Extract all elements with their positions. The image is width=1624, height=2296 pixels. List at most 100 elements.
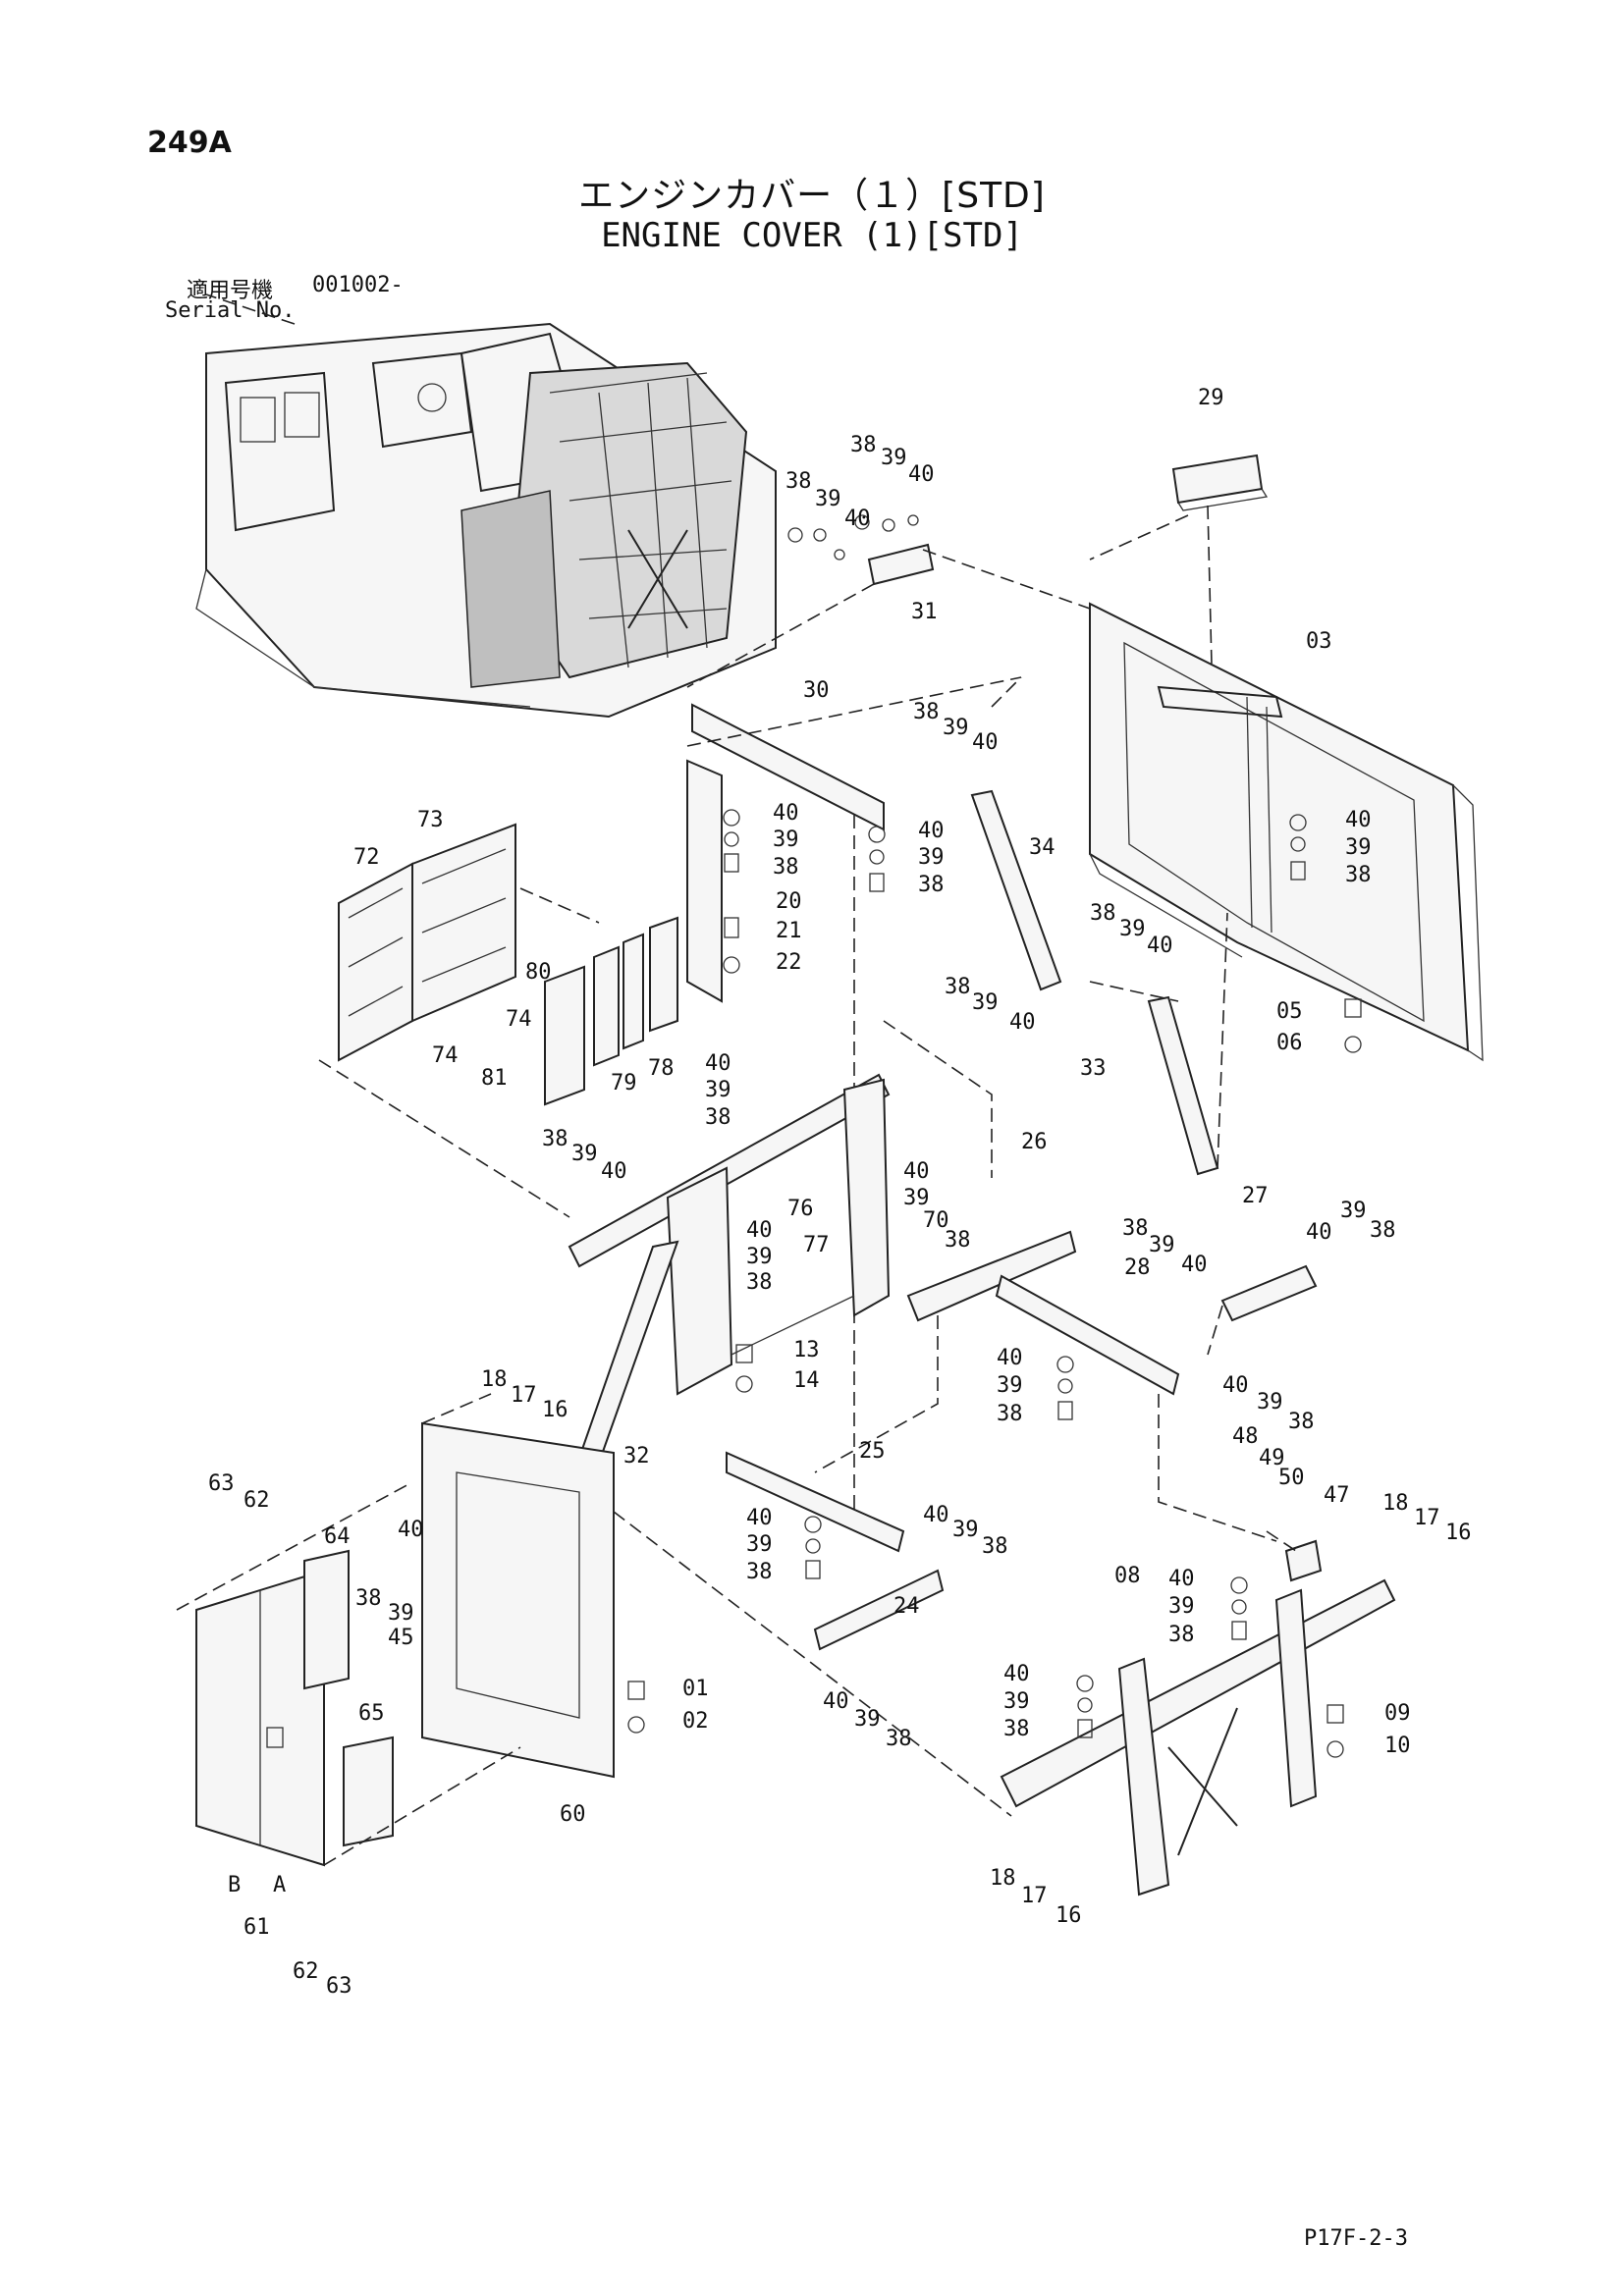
- page-reference: P17F-2-3: [1304, 2226, 1408, 2251]
- callout-washer-40: 40: [1345, 808, 1372, 832]
- callout-washer-63: 63: [326, 1974, 352, 1999]
- callout-washer-40: 40: [918, 819, 945, 843]
- part-34-strut: [970, 676, 1062, 991]
- callout-61: 61: [244, 1915, 270, 1940]
- callout-washer-40: 40: [997, 1346, 1023, 1370]
- callout-03: 03: [1306, 629, 1332, 654]
- callout-washer-39: 39: [972, 990, 999, 1015]
- callout-washer-40: 40: [923, 1503, 949, 1527]
- callout-washer-18: 18: [1382, 1491, 1409, 1516]
- callout-bolt-38: 38: [1122, 1216, 1149, 1241]
- part-08-base-frame: [1000, 1530, 1396, 1896]
- fastener-glyphs: [627, 809, 1362, 1758]
- part-70-frame: [568, 1020, 993, 1396]
- callout-bolt-38: 38: [918, 873, 945, 897]
- callout-washer-39: 39: [997, 1373, 1023, 1398]
- callout-02: 02: [682, 1709, 709, 1734]
- callout-bolt-38: 38: [982, 1534, 1008, 1559]
- part-25-rail: [726, 1451, 905, 1553]
- callout-76: 76: [787, 1197, 814, 1221]
- callout-27: 27: [1242, 1184, 1269, 1208]
- callout-81: 81: [481, 1066, 508, 1091]
- callout-65: 65: [358, 1701, 385, 1726]
- callout-washer-39: 39: [1340, 1199, 1367, 1223]
- callout-washer-39: 39: [943, 716, 969, 740]
- callout-washer-40: 40: [903, 1159, 930, 1184]
- callout-74-upper: 74: [506, 1007, 532, 1032]
- callout-bolt-38: 38: [1003, 1717, 1030, 1741]
- callout-washer-40: 40: [1222, 1373, 1249, 1398]
- callout-bolt-38: 38: [773, 855, 799, 880]
- callout-washer-40: 40: [972, 730, 999, 755]
- callout-washer-17: 17: [511, 1383, 537, 1408]
- part-31-bracket: [686, 514, 1091, 688]
- callout-washer-39: 39: [1119, 917, 1146, 941]
- callout-washer-40: 40: [773, 801, 799, 826]
- callout-labels: 29 03 31 30 34 33 20 21 22 72 73 80 74 7…: [228, 386, 1411, 1940]
- part-27-bracket: [1207, 1264, 1318, 1356]
- callout-48: 48: [1232, 1424, 1259, 1449]
- callout-24: 24: [893, 1594, 920, 1619]
- callout-08: 08: [1114, 1564, 1141, 1588]
- part-61-door: [176, 1481, 521, 1867]
- callout-bolt-38: 38: [850, 433, 877, 457]
- callout-bolt-62: 62: [244, 1488, 270, 1513]
- serial-label-japanese: 適用号機: [187, 279, 274, 303]
- insulation-pads-78-81: [544, 916, 678, 1106]
- callout-washer-39: 39: [881, 446, 907, 470]
- callout-washer-17: 17: [1021, 1884, 1048, 1908]
- callout-73: 73: [417, 808, 444, 832]
- part-32-strut: [577, 1240, 679, 1465]
- callout-washer-39: 39: [773, 828, 799, 852]
- callout-washer-40: 40: [1306, 1220, 1332, 1245]
- side-panels-72-73: [318, 823, 600, 1218]
- callout-30: 30: [803, 678, 830, 703]
- callout-bolt-38: 38: [542, 1127, 568, 1151]
- callout-25: 25: [859, 1439, 886, 1464]
- part-26-rail: [814, 1230, 1077, 1473]
- callout-bolt-38: 38: [1090, 901, 1116, 926]
- part-24-bracket: [813, 1569, 945, 1651]
- callout-28: 28: [1124, 1255, 1151, 1280]
- callout-77: 77: [803, 1233, 830, 1257]
- callout-10: 10: [1384, 1734, 1411, 1758]
- callout-washer-40: 40: [746, 1218, 773, 1243]
- callout-74-lower: 74: [432, 1043, 459, 1068]
- callout-20: 20: [776, 889, 802, 914]
- callout-bolt-38: 38: [913, 700, 940, 724]
- callout-05: 05: [1276, 999, 1303, 1024]
- callout-32: 32: [623, 1444, 650, 1468]
- callout-washer-40: 40: [1009, 1010, 1036, 1035]
- fastener-callouts: 38 39 40 38 39 40 40 39 38 40 39 38 38 3…: [208, 433, 1472, 1999]
- callout-washer-39: 39: [918, 845, 945, 870]
- callout-60: 60: [560, 1802, 586, 1827]
- callout-washer-40: 40: [908, 462, 935, 487]
- callout-79: 79: [611, 1071, 637, 1095]
- callout-50: 50: [1278, 1466, 1305, 1490]
- callout-bolt-16: 16: [1445, 1521, 1472, 1545]
- callout-45: 45: [388, 1626, 414, 1650]
- callout-49: 49: [1259, 1446, 1285, 1470]
- callout-washer-40: 40: [601, 1159, 627, 1184]
- callout-washer-39: 39: [705, 1078, 731, 1102]
- callout-washer-40: 40: [844, 507, 871, 531]
- callout-washer-40: 40: [823, 1689, 849, 1714]
- callout-bolt-62: 62: [293, 1959, 319, 1984]
- callout-bolt-38: 38: [997, 1402, 1023, 1426]
- part-33-strut: [1089, 912, 1228, 1176]
- callout-bolt-38: 38: [1345, 863, 1372, 887]
- callout-washer-39: 39: [1257, 1390, 1283, 1415]
- callout-bolt-38: 38: [945, 975, 971, 999]
- callout-bolt-38: 38: [355, 1586, 382, 1611]
- callout-14: 14: [793, 1368, 820, 1393]
- callout-06: 06: [1276, 1031, 1303, 1055]
- callout-washer-39: 39: [746, 1245, 773, 1269]
- callout-01: 01: [682, 1677, 709, 1701]
- callout-washer-40: 40: [1181, 1253, 1208, 1277]
- callout-washer-39: 39: [1003, 1689, 1030, 1714]
- callout-washer-39: 39: [746, 1532, 773, 1557]
- callout-bolt-38: 38: [1370, 1218, 1396, 1243]
- callout-bolt-38: 38: [705, 1105, 731, 1130]
- callout-22: 22: [776, 950, 802, 975]
- callout-09: 09: [1384, 1701, 1411, 1726]
